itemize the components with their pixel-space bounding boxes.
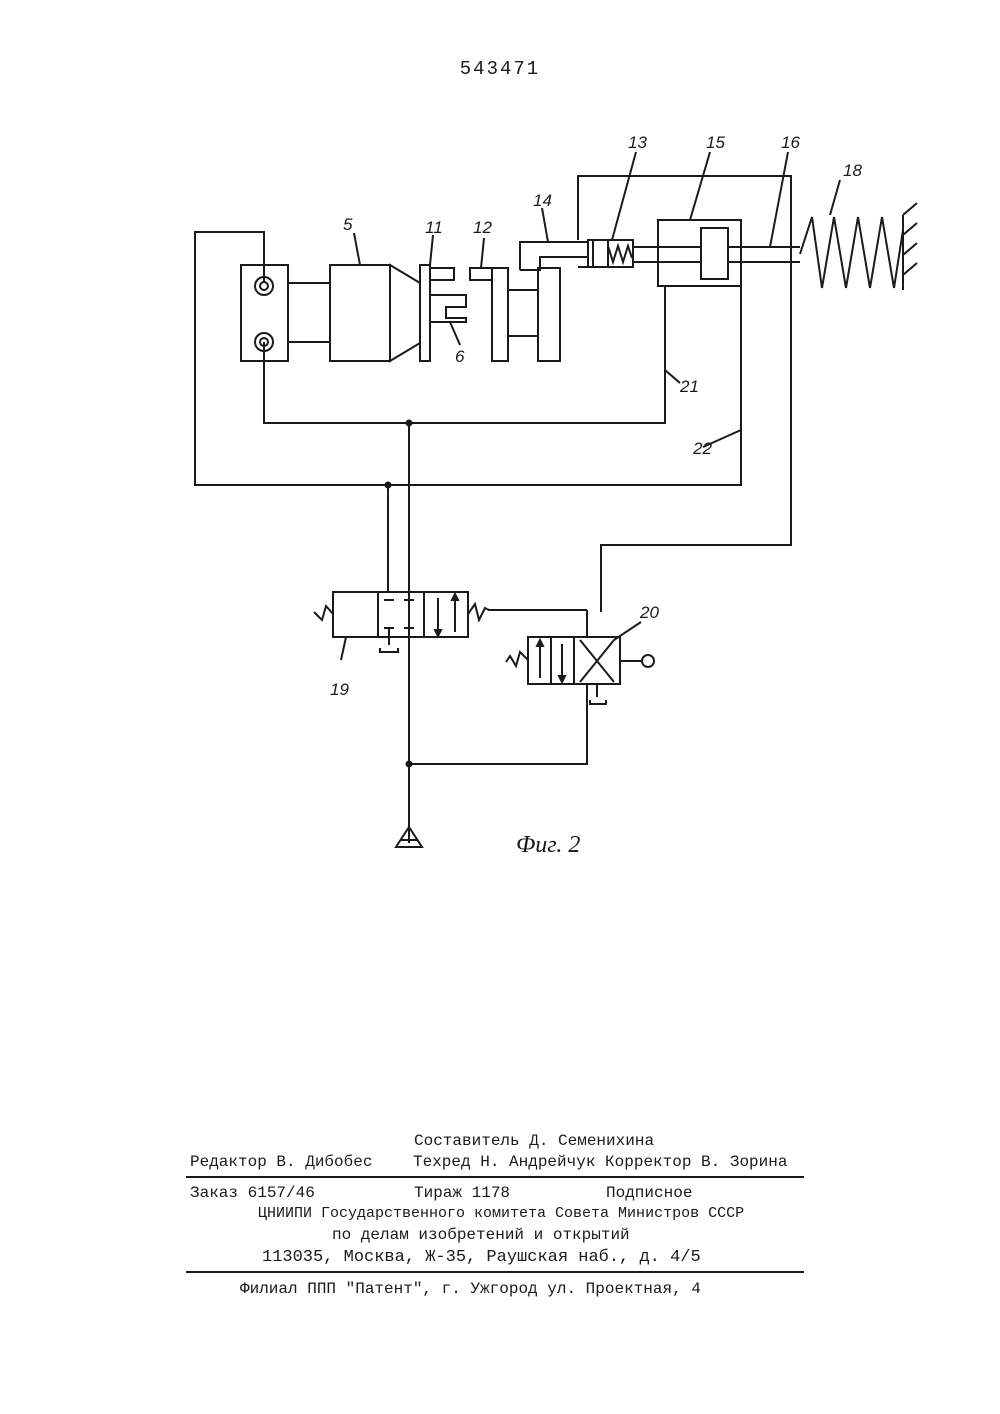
address-line: 113035, Москва, Ж-35, Раушская наб., д. … — [262, 1249, 701, 1266]
label-18: 18 — [843, 162, 862, 179]
rule-bottom — [186, 1271, 804, 1273]
label-16: 16 — [781, 134, 800, 151]
branch-line: Филиал ППП "Патент", г. Ужгород ул. Прое… — [240, 1281, 701, 1297]
label-14: 14 — [533, 192, 552, 209]
label-21: 21 — [680, 378, 699, 395]
label-19: 19 — [330, 681, 349, 698]
figure-caption: Фиг. 2 — [516, 832, 580, 859]
organization-line-1: ЦНИИПИ Государственного комитета Совета … — [258, 1206, 744, 1221]
circulation-line: Тираж 1178 — [414, 1185, 510, 1201]
clutch-disc-11 — [420, 265, 430, 361]
label-15: 15 — [706, 134, 725, 151]
label-11: 11 — [425, 219, 443, 236]
clutch-disc-12 — [470, 268, 492, 280]
subscription-line: Подписное — [606, 1185, 692, 1201]
label-5: 5 — [343, 216, 352, 233]
label-6: 6 — [455, 348, 464, 365]
valve-19 — [333, 592, 468, 637]
label-20: 20 — [640, 604, 659, 621]
rule-top — [186, 1176, 804, 1178]
label-13: 13 — [628, 134, 647, 151]
label-12: 12 — [473, 219, 492, 236]
hydraulic-schematic — [0, 0, 1000, 900]
editor-line: Редактор В. Дибобес — [190, 1154, 372, 1170]
composer-line: Составитель Д. Семенихина — [414, 1133, 654, 1149]
label-22: 22 — [693, 440, 712, 457]
organization-line-2: по делам изобретений и открытий — [332, 1227, 630, 1243]
order-line: Заказ 6157/46 — [190, 1185, 315, 1201]
techred-corrector-line: Техред Н. Андрейчук Корректор В. Зорина — [413, 1154, 787, 1170]
motor-block-5 — [330, 265, 390, 361]
spring-18 — [800, 217, 903, 288]
